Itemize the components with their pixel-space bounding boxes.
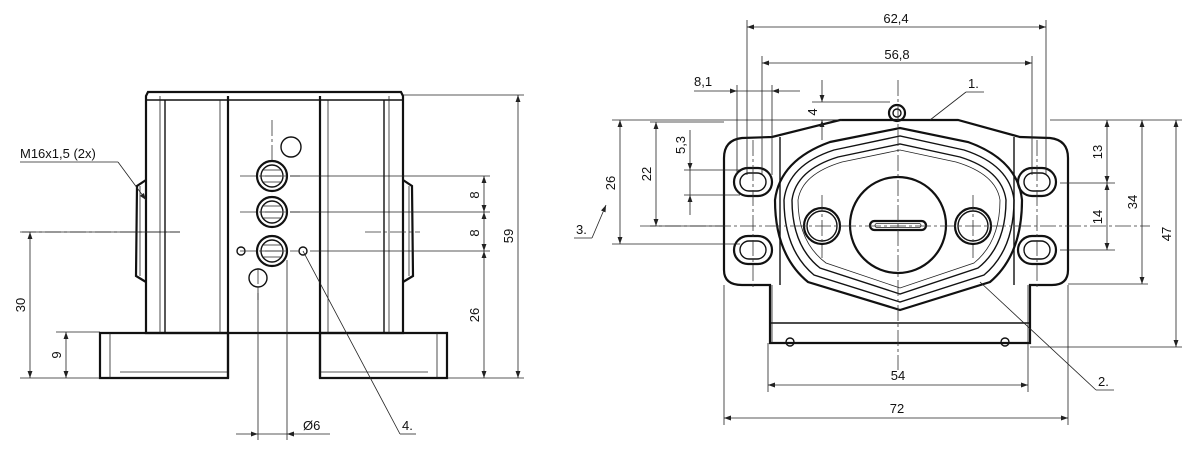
dim-pitch-lower: 8	[467, 229, 482, 236]
item-label-1: 1.	[968, 76, 979, 91]
dim-width-72: 72	[890, 401, 904, 416]
top-screw	[887, 103, 907, 123]
dim-width-62-4: 62,4	[883, 11, 908, 26]
dim-width-8-1: 8,1	[694, 74, 712, 89]
front-view: 62,4 56,8 8,1 4 26 22 5,3	[574, 11, 1182, 425]
dim-width-54: 54	[891, 368, 905, 383]
dim-height-59: 59	[501, 229, 516, 243]
base-flange-left	[98, 331, 230, 380]
dim-height-13: 13	[1090, 145, 1105, 159]
dim-height-5-3: 5,3	[673, 136, 688, 154]
front-housing	[722, 118, 1070, 345]
side-view: 30 9 59 8 8 26 Ø6 M16x1,5 (2x) 4.	[13, 90, 524, 440]
dim-height-26-side: 26	[467, 308, 482, 322]
gasket-outer	[773, 126, 1024, 312]
dim-width-56-8: 56,8	[884, 47, 909, 62]
dim-height-30: 30	[13, 298, 28, 312]
item-label-2: 2.	[1098, 374, 1109, 389]
dim-height-14: 14	[1090, 210, 1105, 224]
item-label-4: 4.	[402, 418, 413, 433]
dim-height-34: 34	[1125, 195, 1140, 209]
gland-left	[134, 179, 147, 283]
base-flange-right	[318, 331, 449, 380]
item-label-3: 3.	[576, 222, 587, 237]
dim-pitch-upper: 8	[467, 191, 482, 198]
dim-height-22: 22	[639, 167, 654, 181]
gland-right	[402, 179, 415, 283]
thread-callout: M16x1,5 (2x)	[20, 146, 96, 161]
dim-height-26-front: 26	[603, 176, 618, 190]
housing-body	[144, 90, 405, 335]
dim-height-4: 4	[805, 108, 820, 115]
dim-height-9: 9	[49, 351, 64, 358]
dim-hole-diameter: Ø6	[303, 418, 320, 433]
dim-height-47: 47	[1159, 227, 1174, 241]
